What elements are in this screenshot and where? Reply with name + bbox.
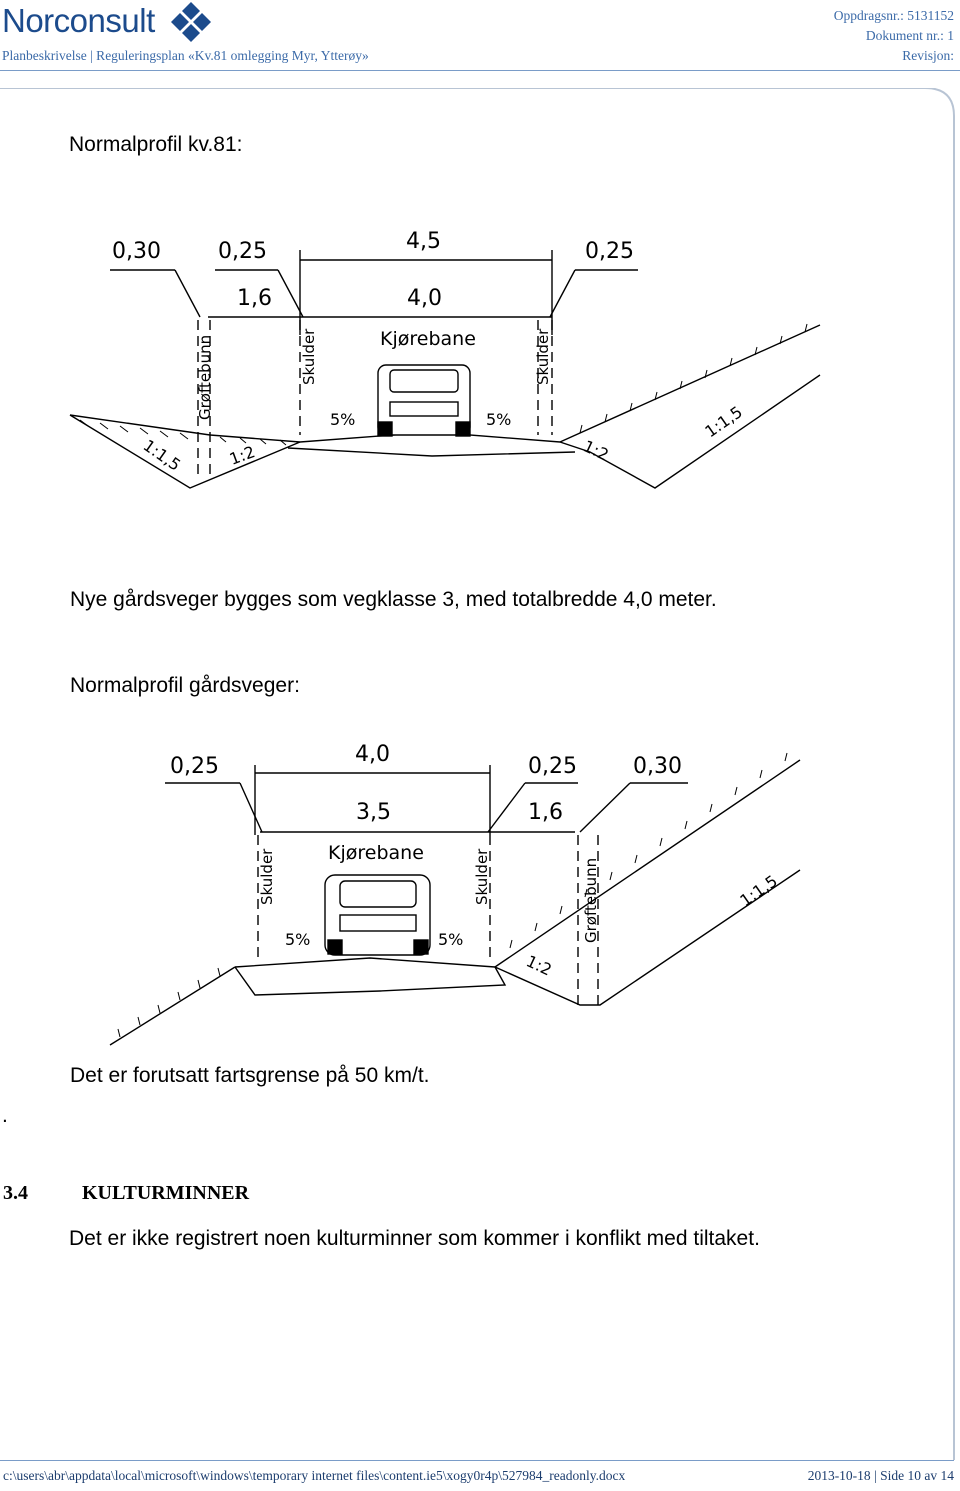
- shoulder-label-right: Skulder: [534, 328, 552, 385]
- dim-top-1: 0,25: [170, 754, 219, 779]
- dim-top-3: 4,5: [406, 229, 441, 254]
- header-divider: [0, 70, 960, 71]
- slope-right: 5%: [438, 930, 463, 949]
- ditch-label: Grøftebunn: [582, 858, 600, 943]
- paragraph-farm-roads: Nye gårdsveger bygges som vegklasse 3, m…: [70, 588, 717, 611]
- normal-profile-farm-roads-heading: Normalprofil gårdsveger:: [70, 674, 300, 697]
- slope-right: 5%: [486, 410, 511, 429]
- section-3-4-number: 3.4: [3, 1182, 28, 1204]
- dim-top-4: 0,30: [633, 754, 682, 779]
- ditch-label: Grøftebunn: [196, 335, 214, 420]
- section-3-4-text: Det er ikke registrert noen kulturminner…: [69, 1227, 760, 1250]
- revision-label: Revisjon:: [902, 48, 954, 63]
- shoulder-label-left: Skulder: [258, 848, 276, 905]
- shoulder-label-left: Skulder: [300, 328, 318, 385]
- footer-page-info: 2013-10-18 | Side 10 av 14: [807, 1468, 954, 1483]
- dim-top-2: 0,25: [218, 239, 267, 264]
- slope-left: 5%: [330, 410, 355, 429]
- section-3-4-title: KULTURMINNER: [82, 1182, 250, 1204]
- assignment-number: Oppdragsnr.: 5131152: [833, 8, 954, 23]
- normal-profile-farm-roads-drawing: 0,25 4,0 0,25 0,30 3,5 1,6 Kjørebane 5% …: [109, 742, 801, 1046]
- slope-1-2: 1:2: [523, 951, 554, 979]
- dim-top-3: 0,25: [528, 754, 577, 779]
- slope-left: 5%: [285, 930, 310, 949]
- slope-1-2-left: 1:2: [227, 442, 258, 469]
- norconsult-logo-icon: [171, 2, 211, 42]
- dim-top-2: 4,0: [355, 742, 390, 767]
- slope-1-1-5-left: 1:1,5: [140, 436, 184, 475]
- dim-mid-1: 1,6: [237, 286, 272, 311]
- footer-divider: [0, 1460, 954, 1461]
- stray-dot: .: [2, 1104, 8, 1127]
- normal-profile-kv81-drawing: 0,30 0,25 4,5 0,25 1,6 4,0 Kjørebane 5% …: [69, 229, 821, 489]
- dim-mid-2: 4,0: [407, 286, 442, 311]
- slope-1-2-right: 1:2: [580, 436, 611, 464]
- normal-profile-kv81-heading: Normalprofil kv.81:: [69, 133, 243, 156]
- shoulder-label-right: Skulder: [473, 848, 491, 905]
- car-front-icon: [377, 364, 471, 437]
- footer-file-path: c:\users\abr\appdata\local\microsoft\win…: [3, 1468, 626, 1483]
- dim-mid-1: 3,5: [356, 800, 391, 825]
- company-logo-text: Norconsult: [2, 2, 155, 39]
- page-frame: [0, 88, 955, 1460]
- paragraph-speed-limit: Det er forutsatt fartsgrense på 50 km/t.: [70, 1064, 430, 1087]
- roadway-label: Kjørebane: [380, 328, 476, 350]
- dim-mid-2: 1,6: [528, 800, 563, 825]
- header-subtitle: Planbeskrivelse | Reguleringsplan «Kv.81…: [2, 48, 369, 63]
- dim-top-1: 0,30: [112, 239, 161, 264]
- car-front-icon: [324, 874, 431, 956]
- dim-top-4: 0,25: [585, 239, 634, 264]
- slope-1-1-5: 1:1,5: [736, 871, 780, 910]
- document-number: Dokument nr.: 1: [865, 28, 954, 43]
- roadway-label: Kjørebane: [328, 842, 424, 864]
- slope-1-1-5-right: 1:1,5: [701, 402, 745, 441]
